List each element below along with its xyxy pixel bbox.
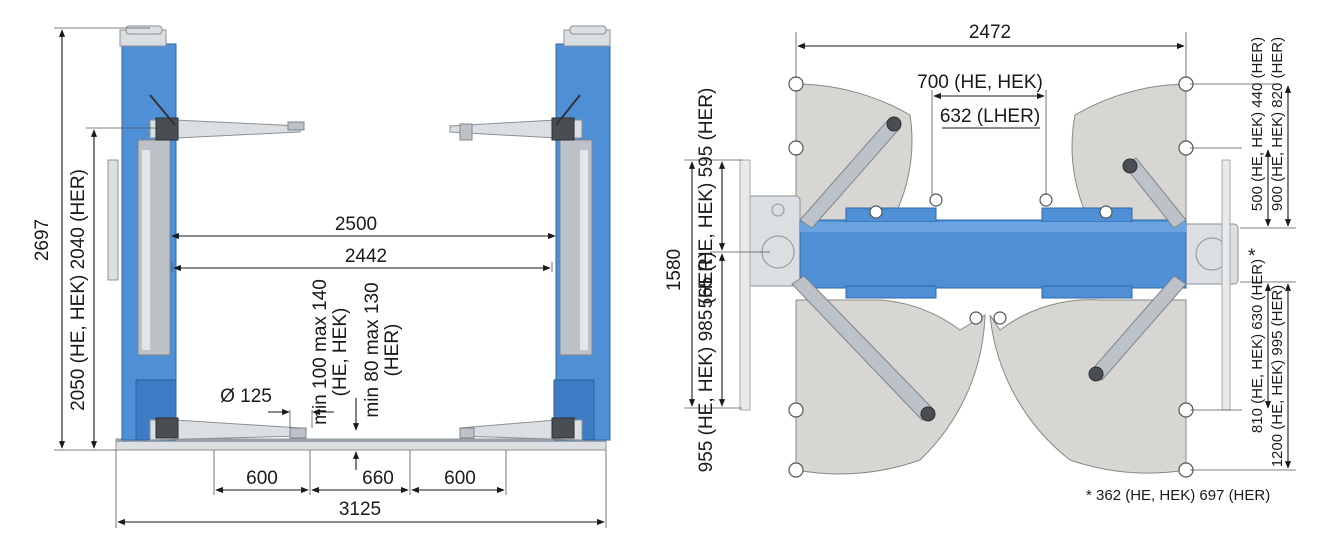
sweep-area-br bbox=[989, 299, 1187, 474]
dim-arm-span: 2472 bbox=[969, 22, 1011, 43]
asterisk-mark: * bbox=[1248, 246, 1256, 267]
right-column bbox=[553, 25, 611, 441]
left-column bbox=[107, 25, 177, 441]
arm-tl bbox=[799, 116, 902, 229]
arm-tr bbox=[1122, 157, 1187, 229]
dim-depth: 1580 bbox=[664, 249, 685, 291]
dim-pad-range-he-sub: (HE, HEK) bbox=[330, 308, 351, 397]
dim-right-upper-a: 500 (HE, HEK) 440 (HER) bbox=[1249, 37, 1266, 211]
dim-left-upper: 565 (HE, HEK) 595 (HER) bbox=[696, 88, 717, 309]
top-view: 2472 700 (HE, HEK) 632 (LHER) 1580 565 (… bbox=[664, 22, 1296, 504]
dim-inner-he: 700 (HE, HEK) bbox=[917, 72, 1043, 93]
left-column-top bbox=[739, 159, 801, 411]
side-view: 2697 2050 (HE, HEK) 2040 (HER) 2500 2442… bbox=[32, 25, 611, 528]
dim-height-arm: 2050 (HE, HEK) 2040 (HER) bbox=[68, 169, 89, 411]
dim-pad-diameter: Ø 125 bbox=[220, 386, 272, 407]
dim-pad-range-he: min 100 max 140 bbox=[310, 279, 331, 425]
dim-center: 660 bbox=[362, 468, 394, 489]
dim-right-upper-b: 900 (HE, HEK) 820 (HER) bbox=[1269, 37, 1286, 211]
anchor-points bbox=[788, 76, 1194, 478]
dim-pad-range-her: min 80 max 130 bbox=[362, 282, 383, 417]
footnote: * 362 (HE, HEK) 697 (HER) bbox=[1086, 487, 1270, 504]
dim-height-total: 2697 bbox=[32, 219, 53, 261]
arm-br bbox=[1088, 275, 1187, 382]
right-column-top bbox=[1181, 159, 1239, 411]
upper-arm-left bbox=[149, 94, 305, 141]
dim-inner-lher: 632 (LHER) bbox=[940, 106, 1040, 127]
arm-bl bbox=[791, 275, 936, 422]
dim-arm-right: 600 bbox=[444, 468, 476, 489]
lower-arm-right bbox=[459, 417, 583, 441]
dim-left-lower: 955 (HE, HEK) 985 (HER) bbox=[696, 252, 717, 473]
dim-width-inner: 2500 bbox=[335, 214, 377, 235]
lower-arm-left bbox=[149, 417, 307, 441]
dim-right-lower-a: 810 (HE, HEK) 630 (HER) bbox=[1249, 259, 1266, 433]
dim-arm-left: 600 bbox=[246, 468, 278, 489]
upper-arm-right bbox=[449, 94, 583, 141]
dim-width-drive: 2442 bbox=[345, 246, 387, 267]
dim-base-width: 3125 bbox=[339, 499, 381, 520]
dim-right-lower-b: 1200 (HE, HEK) 995 (HER) bbox=[1269, 285, 1286, 468]
dim-pad-range-her-sub: (HER) bbox=[382, 324, 403, 377]
